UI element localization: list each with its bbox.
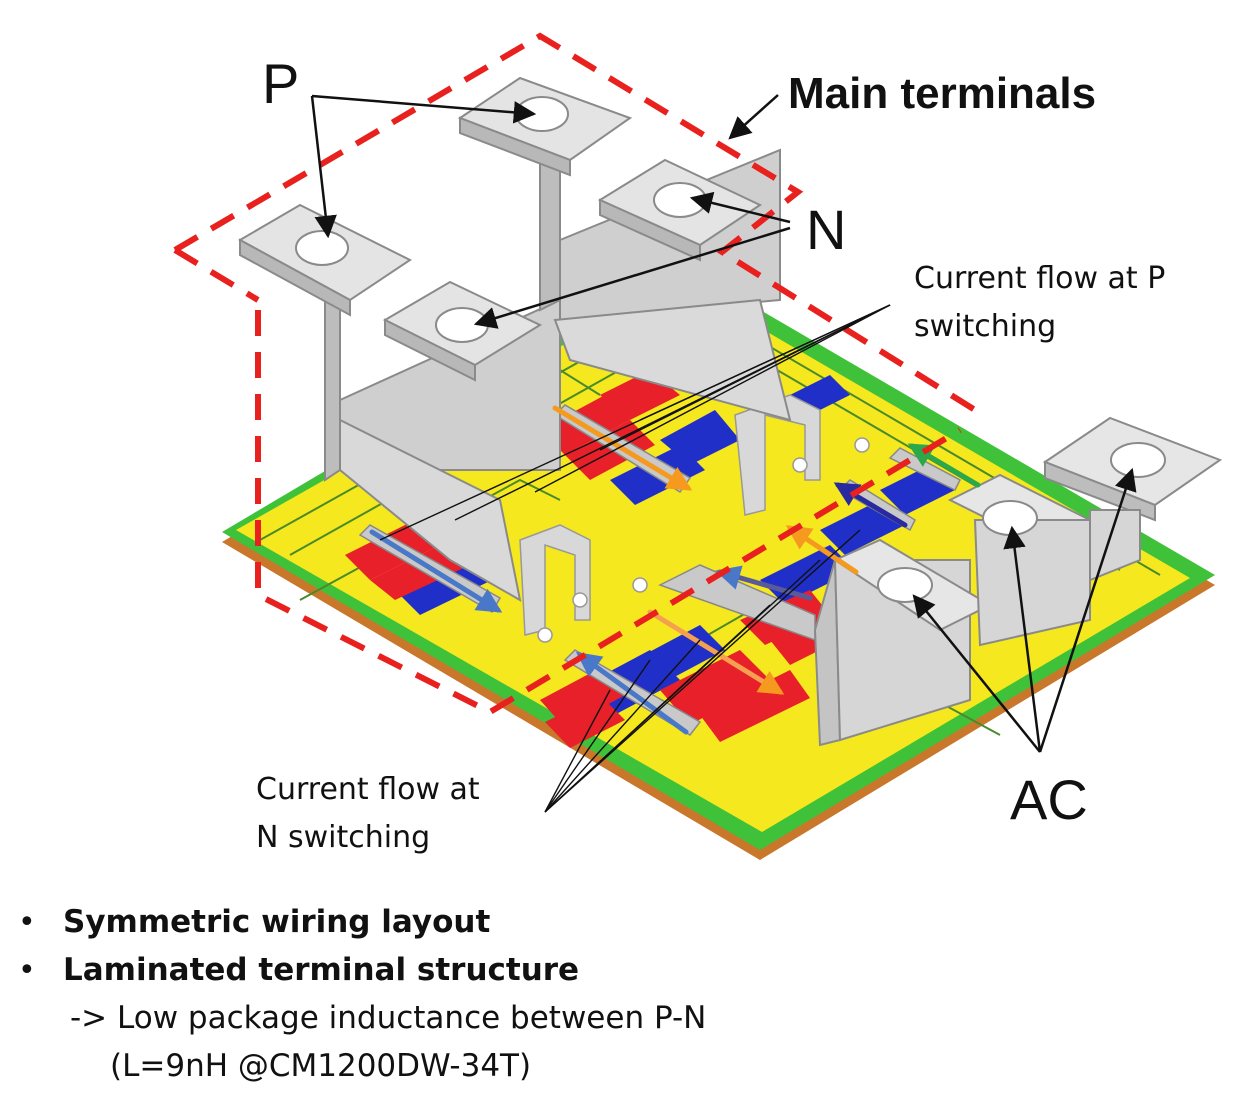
main-terminals-highlight (173, 32, 977, 716)
feature-list: • Symmetric wiring layout • Laminated term… (18, 898, 1218, 1090)
ac-leader-1 (912, 594, 1041, 753)
label-current-flow-p-line1: Current flow at P (914, 261, 1166, 296)
terminal-p-right (457, 76, 633, 177)
label-ac: AC (1010, 768, 1088, 831)
current-arrow-blue-2 (575, 652, 689, 735)
terminal-n-left (382, 280, 543, 382)
feature-item-laminated: • Laminated terminal structure (18, 946, 1218, 994)
feature-text-laminated: Laminated terminal structure (63, 952, 580, 988)
power-module-diagram (173, 32, 1223, 860)
label-current-flow-p: Current flow at P switching (914, 255, 1165, 351)
ac-terminals (813, 416, 1223, 747)
label-p: P (262, 52, 300, 115)
ac-leader-3 (1038, 467, 1137, 753)
n-leader-2 (473, 226, 791, 329)
current-arrow-blue-3 (715, 565, 813, 601)
label-n: N (806, 198, 847, 261)
feature-detail-inductance: -> Low package inductance between P-N (70, 1000, 707, 1036)
main-terminals-assembly (237, 76, 792, 602)
current-flow-arrows (369, 405, 981, 735)
label-current-flow-n: Current flow at N switching (256, 766, 480, 862)
feature-text-symmetric: Symmetric wiring layout (63, 904, 491, 940)
connection-clips (519, 394, 870, 643)
p-leader-2 (310, 95, 337, 239)
current-arrow-blue-1 (369, 529, 503, 613)
current-arrow-orange-3 (785, 525, 859, 575)
label-current-flow-p-line2: switching (914, 309, 1057, 344)
label-current-flow-n-line1: Current flow at (256, 772, 480, 807)
bullet-dot: • (18, 953, 36, 988)
p-leader-1 (311, 94, 537, 124)
current-callout-fans (379, 304, 891, 813)
bullet-dot: • (18, 905, 36, 940)
callout-lines (310, 94, 1137, 753)
feature-detail-value: (L=9nH @CM1200DW-34T) (110, 1048, 532, 1084)
n-leader-1 (689, 191, 791, 224)
label-main-terminals: Main terminals (788, 69, 1097, 118)
main-terminals-leader (728, 94, 779, 140)
feature-item-symmetric: • Symmetric wiring layout (18, 898, 1218, 946)
current-arrow-orange-2 (647, 609, 785, 695)
current-arrow-orange-1 (552, 405, 693, 491)
label-current-flow-n-line2: N switching (256, 820, 431, 855)
current-arrow-green (907, 443, 981, 488)
current-arrow-navy (833, 482, 908, 528)
terminal-n-right (597, 158, 763, 262)
ac-terminal-front (813, 538, 993, 747)
terminal-p-left (237, 203, 412, 317)
ac-leader-2 (1003, 525, 1042, 753)
